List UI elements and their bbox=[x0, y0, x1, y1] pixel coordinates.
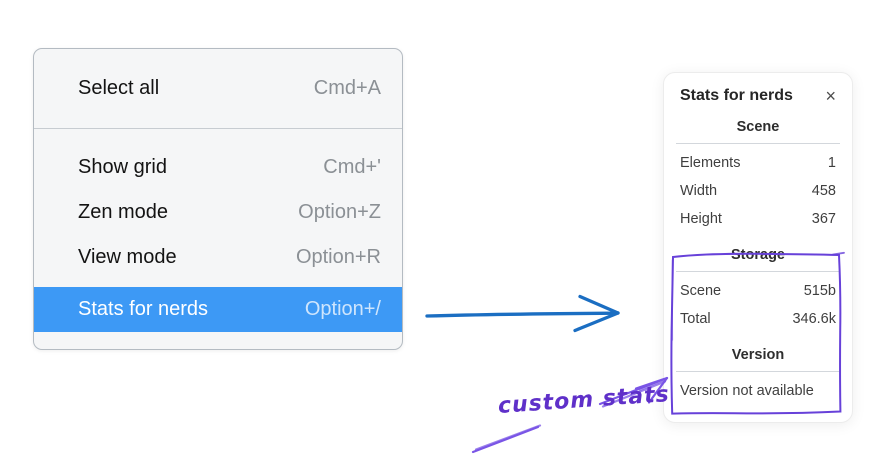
menu-item-shortcut: Cmd+' bbox=[323, 156, 381, 178]
storage-section-heading: Storage bbox=[731, 247, 785, 263]
stat-value: 458 bbox=[811, 183, 836, 199]
menu-item-zen-mode[interactable]: Zen mode Option+Z bbox=[34, 190, 402, 235]
stat-label: Total bbox=[680, 311, 711, 327]
stat-value: 1 bbox=[827, 155, 836, 171]
stat-label: Scene bbox=[680, 283, 722, 299]
stat-row-elements: Elements 1 bbox=[680, 149, 836, 177]
stat-label: Height bbox=[680, 211, 722, 227]
menu-item-label: Stats for nerds bbox=[78, 298, 209, 320]
menu-item-view-mode[interactable]: View mode Option+R bbox=[34, 235, 402, 280]
section-divider bbox=[676, 271, 840, 272]
stat-label: Elements bbox=[680, 155, 741, 171]
stats-for-nerds-panel: Stats for nerds × Scene Elements 1 Width… bbox=[663, 72, 853, 423]
menu-divider bbox=[34, 128, 402, 129]
stat-row-height: Height 367 bbox=[680, 205, 836, 233]
context-menu-section-top: Select all Cmd+A bbox=[34, 49, 402, 128]
custom-stats-annotation-label: custom stats bbox=[497, 382, 671, 419]
menu-item-stats-for-nerds[interactable]: Stats for nerds Option+/ bbox=[34, 287, 402, 332]
stats-panel-title: Stats for nerds bbox=[680, 87, 793, 104]
menu-item-label: Select all bbox=[78, 77, 160, 99]
stat-value: 515b bbox=[803, 283, 836, 299]
context-menu: Select all Cmd+A Show grid Cmd+' Zen mod… bbox=[33, 48, 403, 350]
menu-item-label: Show grid bbox=[78, 156, 167, 178]
menu-item-select-all[interactable]: Select all Cmd+A bbox=[34, 66, 402, 111]
stat-row-total-storage: Total 346.6k bbox=[680, 305, 836, 333]
menu-item-label: Zen mode bbox=[78, 201, 169, 223]
stat-row-width: Width 458 bbox=[680, 177, 836, 205]
menu-item-shortcut: Option+R bbox=[295, 246, 381, 268]
menu-item-show-grid[interactable]: Show grid Cmd+' bbox=[34, 145, 402, 190]
menu-item-label: View mode bbox=[78, 246, 177, 268]
stat-value: 367 bbox=[811, 211, 836, 227]
stats-panel-header: Stats for nerds × bbox=[680, 87, 836, 105]
version-note: Version not available bbox=[680, 383, 814, 399]
section-divider bbox=[676, 143, 840, 144]
section-divider bbox=[676, 371, 840, 372]
menu-item-shortcut: Option+/ bbox=[304, 298, 381, 320]
menu-item-shortcut: Cmd+A bbox=[313, 77, 381, 99]
stat-value: 346.6k bbox=[792, 311, 836, 327]
stat-label: Width bbox=[680, 183, 718, 199]
scene-section-heading: Scene bbox=[736, 119, 780, 135]
blue-arrow bbox=[425, 294, 620, 333]
stat-row-scene-storage: Scene 515b bbox=[680, 277, 836, 305]
close-icon[interactable]: × bbox=[825, 86, 836, 106]
version-section-heading: Version bbox=[731, 347, 785, 363]
context-menu-section-bottom: Show grid Cmd+' Zen mode Option+Z View m… bbox=[34, 129, 402, 349]
menu-item-shortcut: Option+Z bbox=[298, 201, 381, 223]
